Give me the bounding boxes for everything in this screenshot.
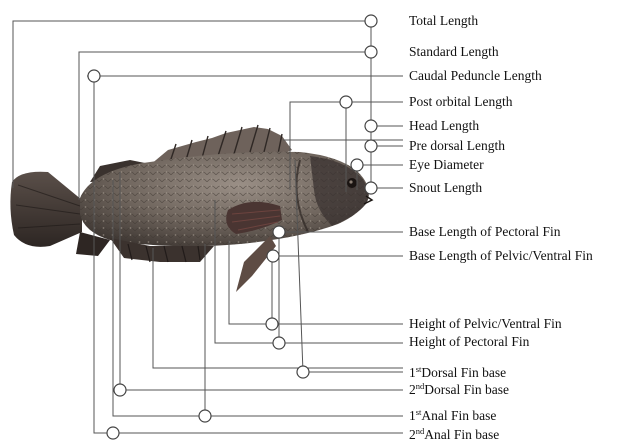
marker-height-pelvic: [266, 318, 278, 330]
ordinal-suffix: nd: [416, 381, 425, 391]
label-anal-base-2: 2ndAnal Fin base: [409, 428, 499, 442]
label-pre-dorsal-length: Pre dorsal Length: [409, 139, 505, 153]
label-text: Anal Fin base: [424, 427, 499, 442]
label-height-pelvic: Height of Pelvic/Ventral Fin: [409, 317, 562, 331]
marker-post-orbital: [340, 96, 352, 108]
label-total-length: Total Length: [409, 14, 478, 28]
marker-base-pectoral: [273, 226, 285, 238]
marker-total-length: [365, 15, 377, 27]
label-text: Dorsal Fin base: [424, 382, 509, 397]
marker-eye-diameter: [351, 159, 363, 171]
label-height-pectoral: Height of Pectoral Fin: [409, 335, 529, 349]
fish-illustration: [10, 125, 372, 292]
marker-head-length: [365, 120, 377, 132]
label-snout-length: Snout Length: [409, 181, 482, 195]
marker-dorsal-base-2: [114, 384, 126, 396]
label-dorsal-base-1: 1stDorsal Fin base: [409, 366, 506, 380]
ordinal: 2: [409, 427, 416, 442]
label-base-pectoral: Base Length of Pectoral Fin: [409, 225, 560, 239]
label-head-length: Head Length: [409, 119, 479, 133]
ordinal: 1: [409, 408, 416, 423]
label-anal-base-1: 1stAnal Fin base: [409, 409, 496, 423]
ordinal: 1: [409, 365, 416, 380]
marker-standard-length: [365, 46, 377, 58]
label-standard-length: Standard Length: [409, 45, 499, 59]
label-text: Dorsal Fin base: [421, 365, 506, 380]
marker-height-pectoral: [273, 337, 285, 349]
label-base-pelvic: Base Length of Pelvic/Ventral Fin: [409, 249, 593, 263]
marker-base-pelvic: [267, 250, 279, 262]
anal-base-2-line: [94, 258, 403, 433]
marker-snout-length: [365, 182, 377, 194]
label-dorsal-base-2: 2ndDorsal Fin base: [409, 383, 509, 397]
pelvic-fin: [236, 236, 276, 292]
marker-pre-dorsal: [365, 140, 377, 152]
head-length-line: [283, 32, 403, 140]
label-post-orbital-length: Post orbital Length: [409, 95, 513, 109]
label-text: Anal Fin base: [421, 408, 496, 423]
label-eye-diameter: Eye Diameter: [409, 158, 484, 172]
marker-anal-base-1: [199, 410, 211, 422]
marker-dorsal-base-1: [297, 366, 309, 378]
ordinal-suffix: nd: [416, 426, 425, 436]
ordinal: 2: [409, 382, 416, 397]
marker-anal-base-2: [107, 427, 119, 439]
marker-caudal-peduncle: [88, 70, 100, 82]
label-caudal-peduncle-length: Caudal Peduncle Length: [409, 69, 542, 83]
